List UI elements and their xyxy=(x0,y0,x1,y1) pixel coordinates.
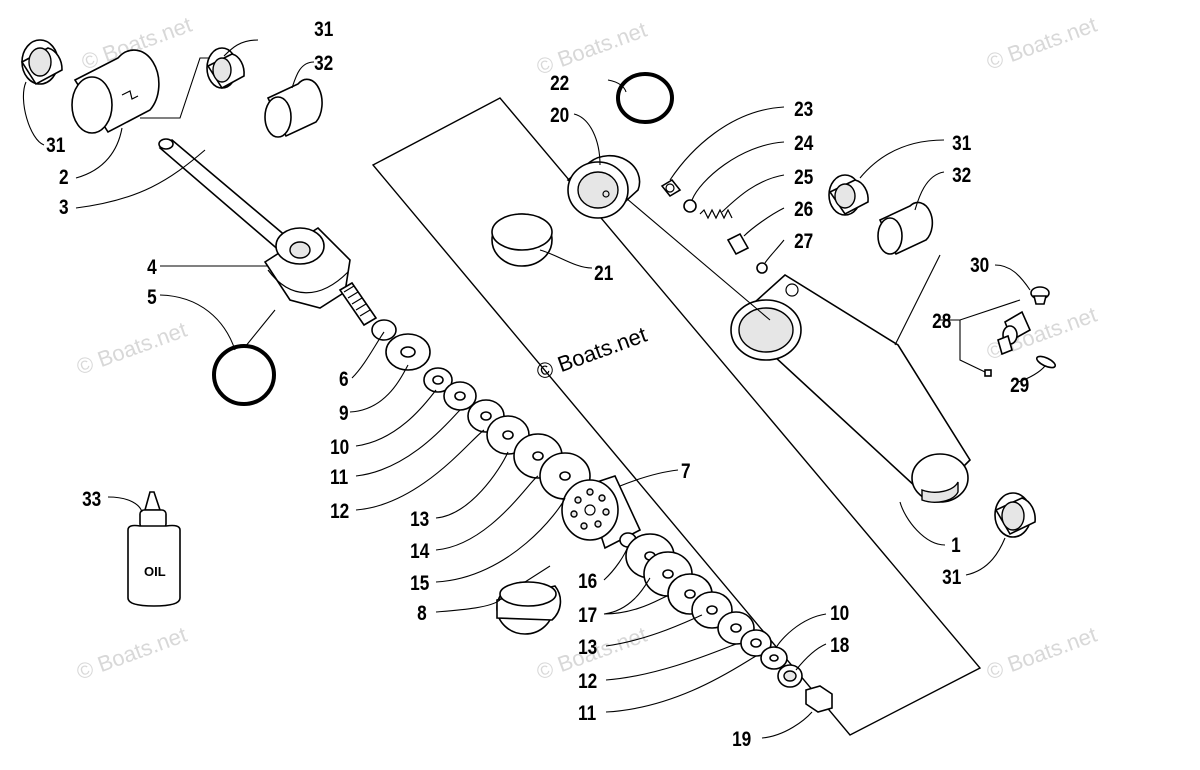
watermark: © Boats.net xyxy=(73,317,190,380)
callout-27: 27 xyxy=(794,231,813,254)
callout-29: 29 xyxy=(1010,375,1029,398)
callout-32: 32 xyxy=(952,165,971,188)
valve-28 xyxy=(997,310,1032,356)
watermark: © Boats.net xyxy=(73,622,190,685)
watermark: © Boats.net xyxy=(983,622,1100,685)
o-ring-5 xyxy=(212,344,276,406)
callout-9: 9 xyxy=(339,403,349,426)
cap-20 xyxy=(566,154,641,219)
shim-stack-upper xyxy=(371,319,591,500)
piston-ring-8 xyxy=(496,581,562,635)
valve-parts-23-27 xyxy=(660,178,768,274)
callout-12: 12 xyxy=(578,671,597,694)
callout-1: 1 xyxy=(951,535,961,558)
callout-22: 22 xyxy=(550,73,569,96)
bushing-31-upper xyxy=(206,47,245,90)
callout-11: 11 xyxy=(330,467,348,490)
callout-10: 10 xyxy=(830,603,849,626)
callout-4: 4 xyxy=(147,257,157,280)
callout-23: 23 xyxy=(794,99,813,122)
callout-3: 3 xyxy=(59,197,69,220)
callout-28: 28 xyxy=(932,311,951,334)
eyelet-2 xyxy=(71,49,160,134)
callout-5: 5 xyxy=(147,287,157,310)
callout-6: 6 xyxy=(339,369,349,392)
sleeve-32-upper xyxy=(264,78,323,138)
callout-13: 13 xyxy=(578,637,597,660)
callout-8: 8 xyxy=(417,603,427,626)
callout-24: 24 xyxy=(794,133,813,156)
callout-33: 33 xyxy=(82,489,101,512)
callout-30: 30 xyxy=(970,255,989,278)
watermark-center: © Boats.net xyxy=(533,322,650,385)
piston-7 xyxy=(561,475,642,550)
ring-21 xyxy=(491,213,553,267)
bushing-31-lower-right xyxy=(994,492,1036,538)
callout-20: 20 xyxy=(550,105,569,128)
watermark: © Boats.net xyxy=(983,302,1100,365)
oil-bottle-33: OIL xyxy=(127,491,181,607)
small-part-29 xyxy=(984,369,992,377)
nut-19 xyxy=(805,685,833,713)
callout-25: 25 xyxy=(794,167,813,190)
callout-13: 13 xyxy=(410,509,429,532)
bushing-31-left xyxy=(20,39,63,86)
callout-11: 11 xyxy=(578,703,596,726)
callout-2: 2 xyxy=(59,167,69,190)
watermark: © Boats.net xyxy=(533,17,650,80)
callout-31: 31 xyxy=(46,135,65,158)
callout-31: 31 xyxy=(942,567,961,590)
assembly-outline-box xyxy=(371,97,982,736)
callouts: 31 32 31 2 3 22 20 21 23 24 25 26 27 31 … xyxy=(46,19,1029,752)
leader-lines xyxy=(22,39,1046,739)
cylinder-body-1 xyxy=(730,274,972,503)
callout-31: 31 xyxy=(952,133,971,156)
callout-7: 7 xyxy=(681,461,691,484)
callout-17: 17 xyxy=(578,605,597,628)
callout-16: 16 xyxy=(578,571,597,594)
bushing-31-right xyxy=(828,174,869,216)
watermark: © Boats.net xyxy=(983,12,1100,75)
callout-15: 15 xyxy=(410,573,429,596)
o-ring-22 xyxy=(616,72,674,124)
callout-32: 32 xyxy=(314,53,333,76)
shim-stack-lower xyxy=(619,532,803,688)
piston-body-4 xyxy=(263,226,378,327)
oil-label: OIL xyxy=(144,564,166,579)
callout-26: 26 xyxy=(794,199,813,222)
callout-14: 14 xyxy=(410,541,429,564)
callout-21: 21 xyxy=(594,263,613,286)
valve-screw-30 xyxy=(1030,286,1050,305)
callout-31: 31 xyxy=(314,19,333,42)
callout-18: 18 xyxy=(830,635,849,658)
callout-19: 19 xyxy=(732,729,751,752)
callout-10: 10 xyxy=(330,437,349,460)
clip-29 xyxy=(1035,355,1057,369)
sleeve-32-right xyxy=(877,201,934,256)
callout-12: 12 xyxy=(330,501,349,524)
